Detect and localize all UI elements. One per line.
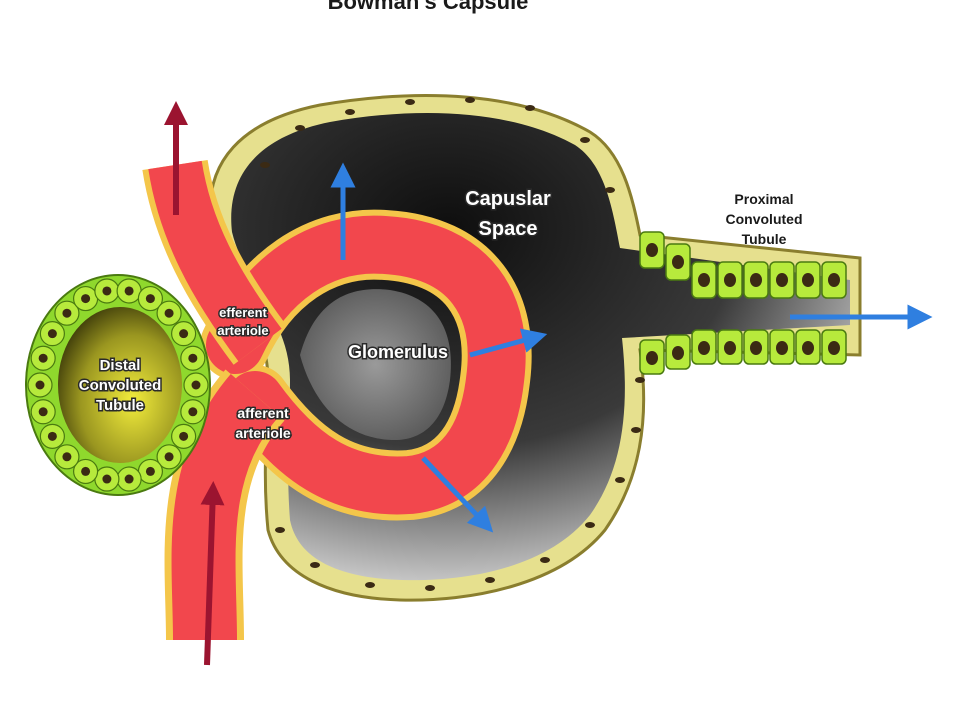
vessel-nuclei xyxy=(260,97,645,591)
cell-nucleus xyxy=(164,452,174,462)
distal-tubule-lumen xyxy=(58,307,182,463)
filtration-arrow-down xyxy=(421,456,494,533)
efferent-arteriole-label-line2: arteriole xyxy=(217,323,268,338)
distal-tubule xyxy=(25,274,211,496)
cell-nucleus xyxy=(698,341,710,355)
wall-nucleus xyxy=(365,582,375,588)
cell-nucleus xyxy=(750,341,762,355)
cell-nucleus xyxy=(35,380,45,390)
cell-nucleus xyxy=(191,380,201,390)
cell-nucleus xyxy=(81,466,91,476)
cell-nucleus xyxy=(81,294,91,304)
wall-nucleus xyxy=(425,585,435,591)
cell-nucleus xyxy=(102,474,112,484)
cell-nucleus xyxy=(646,243,658,257)
wall-nucleus xyxy=(635,377,645,383)
cell-nucleus xyxy=(62,308,72,318)
afferent-arteriole-vessel xyxy=(164,369,286,641)
cell-nucleus xyxy=(124,286,134,296)
wall-nucleus xyxy=(580,137,590,143)
afferent-flow-arrow xyxy=(200,481,225,666)
cell-nucleus xyxy=(124,474,134,484)
cell-nucleus xyxy=(38,407,48,417)
cell-nucleus xyxy=(179,431,189,441)
capsular-space-label-line2: Space xyxy=(479,218,538,240)
afferent-arteriole-label-line2: arteriole xyxy=(235,425,290,441)
proximal-tubule-label-line2: Convoluted xyxy=(726,211,803,227)
cell-nucleus xyxy=(145,466,155,476)
cell-nucleus xyxy=(698,273,710,287)
cell-nucleus xyxy=(750,273,762,287)
cell-nucleus xyxy=(802,341,814,355)
cell-nucleus xyxy=(828,341,840,355)
wall-nucleus xyxy=(465,97,475,103)
glomerulus-capillary-inner xyxy=(206,215,526,515)
cell-nucleus xyxy=(802,273,814,287)
cell-nucleus xyxy=(776,273,788,287)
glomerulus-center xyxy=(300,289,451,440)
proximal-tubule-cells xyxy=(639,231,847,375)
cell-nucleus xyxy=(828,273,840,287)
diagram-title: Bowman's Capsule xyxy=(328,0,529,14)
wall-nucleus xyxy=(485,577,495,583)
cell-nucleus xyxy=(776,341,788,355)
wall-nucleus xyxy=(540,557,550,563)
wall-nucleus xyxy=(260,162,270,168)
proximal-tubule-label-line1: Proximal xyxy=(734,191,793,207)
wall-nucleus xyxy=(275,527,285,533)
cell-nucleus xyxy=(179,329,189,339)
wall-nucleus xyxy=(295,125,305,131)
cell-nucleus xyxy=(188,353,198,363)
wall-nucleus xyxy=(525,105,535,111)
cell-nucleus xyxy=(145,294,155,304)
cell-nucleus xyxy=(724,273,736,287)
cell-nucleus xyxy=(188,407,198,417)
cell-nucleus xyxy=(164,308,174,318)
distal-tubule-label-line3: Tubule xyxy=(96,397,144,414)
wall-nucleus xyxy=(345,109,355,115)
proximal-tubule-label-line3: Tubule xyxy=(742,231,787,247)
afferent-arteriole-label-line1: afferent xyxy=(237,405,289,421)
wall-nucleus xyxy=(631,427,641,433)
cell-nucleus xyxy=(672,255,684,269)
efferent-arteriole-vessel xyxy=(142,159,287,365)
filtration-arrow-right xyxy=(469,328,548,358)
cell-nucleus xyxy=(62,452,72,462)
efferent-arteriole-label-line1: efferent xyxy=(219,305,267,320)
cell-nucleus xyxy=(47,431,57,441)
wall-nucleus xyxy=(405,99,415,105)
wall-nucleus xyxy=(310,562,320,568)
cell-nucleus xyxy=(672,346,684,360)
wall-nucleus xyxy=(615,477,625,483)
distal-tubule-label-line1: Distal xyxy=(100,357,141,374)
wall-nucleus xyxy=(585,522,595,528)
cell-nucleus xyxy=(724,341,736,355)
cell-nucleus xyxy=(38,353,48,363)
cell-nucleus xyxy=(47,329,57,339)
cell-nucleus xyxy=(102,286,112,296)
wall-nucleus xyxy=(605,187,615,193)
cell-nucleus xyxy=(646,351,658,365)
glomerulus xyxy=(200,97,645,591)
distal-tubule-cells xyxy=(27,278,209,492)
glomerulus-label: Glomerulus xyxy=(348,342,448,362)
capsular-space-label-line1: Capuslar xyxy=(465,188,551,210)
distal-tubule-label-line2: Convoluted xyxy=(79,377,162,394)
